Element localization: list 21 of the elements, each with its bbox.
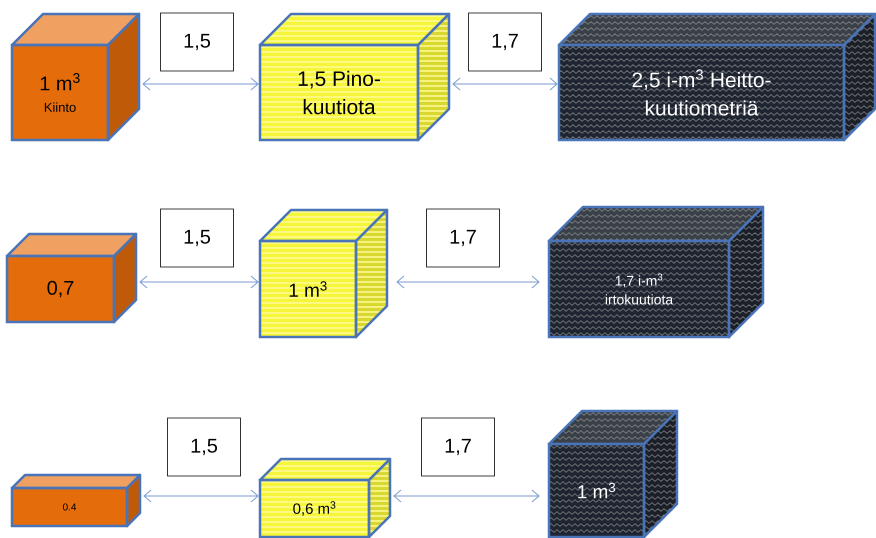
arrow [393, 490, 540, 502]
arrow [142, 78, 259, 90]
arrow [452, 78, 558, 90]
cube-drawing: 1,7 i-m$^{3}$ irtokuutiota [548, 206, 764, 338]
arrow [139, 276, 259, 288]
edge-label: 1,7 [468, 12, 542, 72]
cube-drawing: 1,5 Pino- kuutiota [258, 12, 450, 142]
arrow [396, 276, 540, 288]
edge-label: 1,5 [167, 418, 241, 476]
edge-label: 1,7 [426, 208, 500, 268]
cube-drawing: 2,5 i-m$^{3}$ Heitto- kuutiometriä [558, 12, 876, 142]
cube-drawing: 1 m$^{3}$ Kiinto [10, 12, 140, 142]
edge-label: 1,7 [421, 418, 495, 476]
edge-label: 1,5 [160, 208, 234, 268]
arrow [143, 490, 259, 502]
cube-drawing: 1 m$^{3}$ [548, 410, 678, 538]
cube-drawing: 0,6 m$^{3}$ [258, 458, 392, 538]
cube-drawing: 0.4 [10, 474, 142, 528]
cube-drawing: 1 m$^{3}$ [258, 208, 388, 338]
cube-drawing: 0,7 [6, 232, 138, 324]
edge-label: 1,5 [160, 12, 234, 72]
